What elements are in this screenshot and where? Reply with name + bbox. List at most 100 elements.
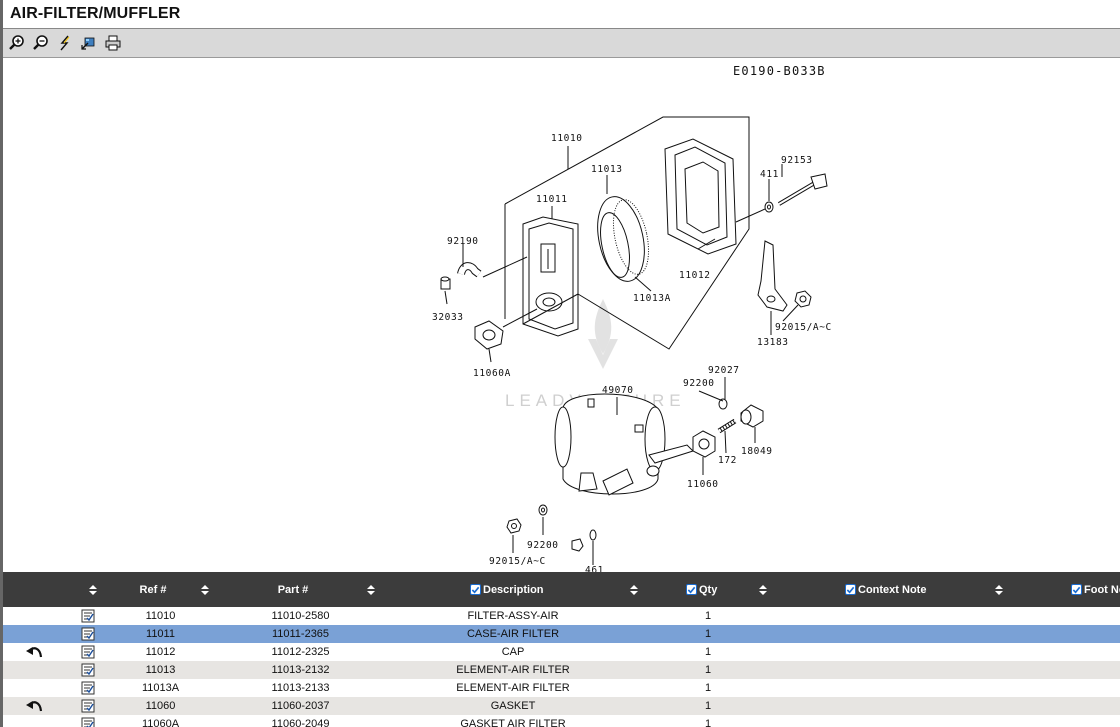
cell-qty: 1 xyxy=(704,700,712,712)
note-icon[interactable] xyxy=(79,679,97,697)
column-header-part[interactable]: Part # xyxy=(277,583,309,596)
cell-ref: 11010 xyxy=(145,610,176,622)
back-arrow-icon[interactable] xyxy=(23,697,47,715)
callout-32033[interactable]: 32033 xyxy=(432,312,464,323)
sort-arrows-icon[interactable] xyxy=(995,585,1003,595)
print-icon[interactable] xyxy=(103,34,122,53)
callout-92200-lower[interactable]: 92200 xyxy=(527,540,559,551)
callout-labels: 11010 11013 92153 411 11011 92190 11012 … xyxy=(432,133,832,572)
callout-92015-upper[interactable]: 92015/A~C xyxy=(775,322,832,333)
callout-92200-upper[interactable]: 92200 xyxy=(683,378,715,389)
cell-qty: 1 xyxy=(704,646,712,658)
gasket-part-lower[interactable] xyxy=(692,430,716,458)
cell-description: ELEMENT-AIR FILTER xyxy=(456,682,570,694)
callout-11013[interactable]: 11013 xyxy=(591,164,623,175)
sort-arrows-icon[interactable] xyxy=(89,585,97,595)
small-washer-part[interactable] xyxy=(718,398,728,410)
callout-92190[interactable]: 92190 xyxy=(447,236,479,247)
cell-part[interactable]: 11060-2037 xyxy=(271,700,330,712)
washer-part[interactable] xyxy=(764,201,774,213)
column-header-foot-note[interactable]: Foot Note xyxy=(1071,572,1120,607)
checkbox-checked-icon[interactable] xyxy=(686,584,697,595)
column-header-context-note[interactable]: Context Note xyxy=(845,572,965,607)
callout-11010[interactable]: 11010 xyxy=(551,133,583,144)
callout-11013a[interactable]: 11013A xyxy=(633,293,671,304)
tail-cap-part[interactable] xyxy=(740,404,764,428)
callout-11060a[interactable]: 11060A xyxy=(473,368,511,379)
column-header-ref[interactable]: Ref # xyxy=(139,583,167,596)
callout-13183[interactable]: 13183 xyxy=(757,337,789,348)
air-filter-case-part[interactable] xyxy=(522,216,579,337)
reset-lightning-icon[interactable] xyxy=(55,34,74,53)
sort-arrows-icon[interactable] xyxy=(367,585,375,595)
checkbox-checked-icon[interactable] xyxy=(845,584,856,595)
bracket-part[interactable] xyxy=(757,240,788,312)
callout-11011[interactable]: 11011 xyxy=(536,194,568,205)
back-arrow-icon[interactable] xyxy=(23,643,47,661)
cell-ref: 11012 xyxy=(145,646,176,658)
cell-part[interactable]: 11011-2365 xyxy=(271,628,330,640)
air-filter-element-part[interactable] xyxy=(591,192,655,285)
parts-diagram[interactable]: E0190-B033B LEADVENTURE xyxy=(3,59,1120,572)
washer-part-lower[interactable] xyxy=(538,504,548,516)
gasket-part-upper[interactable] xyxy=(474,320,504,350)
callout-18049[interactable]: 18049 xyxy=(741,446,773,457)
cell-part[interactable]: 11012-2325 xyxy=(271,646,330,658)
air-filter-cap-part[interactable] xyxy=(664,138,737,255)
sort-arrows-icon[interactable] xyxy=(759,585,767,595)
spring-washer-part[interactable] xyxy=(571,529,597,552)
checkbox-checked-icon[interactable] xyxy=(1071,584,1082,595)
note-icon[interactable] xyxy=(79,661,97,679)
callout-49070[interactable]: 49070 xyxy=(602,385,634,396)
cell-part[interactable]: 11060-2049 xyxy=(271,718,330,727)
pan-icon[interactable] xyxy=(79,34,98,53)
plug-part[interactable] xyxy=(440,276,451,290)
zoom-in-icon[interactable] xyxy=(7,34,26,53)
nut-part-upper[interactable] xyxy=(794,290,812,308)
cell-description: FILTER-ASSY-AIR xyxy=(467,610,559,622)
sort-arrows-icon[interactable] xyxy=(630,585,638,595)
note-icon[interactable] xyxy=(79,607,97,625)
page-title: AIR-FILTER/MUFFLER xyxy=(10,5,181,22)
note-icon[interactable] xyxy=(79,643,97,661)
cell-part[interactable]: 11013-2133 xyxy=(271,682,330,694)
callout-92153[interactable]: 92153 xyxy=(781,155,813,166)
stud-part[interactable] xyxy=(717,418,737,434)
cell-qty: 1 xyxy=(704,628,712,640)
diagram-code: E0190-B033B xyxy=(733,64,826,78)
note-icon[interactable] xyxy=(79,697,97,715)
callout-461[interactable]: 461 xyxy=(585,565,604,572)
bolt-part[interactable] xyxy=(777,173,828,206)
cell-part[interactable]: 11013-2132 xyxy=(271,664,330,676)
column-header-qty[interactable]: Qty xyxy=(686,572,746,607)
checkbox-checked-icon[interactable] xyxy=(470,584,481,595)
callout-172[interactable]: 172 xyxy=(718,455,737,466)
muffler-part[interactable] xyxy=(554,393,694,496)
watermark-logo xyxy=(588,299,618,369)
note-icon[interactable] xyxy=(79,625,97,643)
callout-11060[interactable]: 11060 xyxy=(687,479,719,490)
cell-description: ELEMENT-AIR FILTER xyxy=(456,664,570,676)
callout-92027[interactable]: 92027 xyxy=(708,365,740,376)
sort-arrows-icon[interactable] xyxy=(201,585,209,595)
cell-part[interactable]: 11010-2580 xyxy=(271,610,330,622)
callout-11012[interactable]: 11012 xyxy=(679,270,711,281)
nut-part-lower[interactable] xyxy=(506,518,522,534)
hose-part[interactable] xyxy=(457,262,482,278)
callout-411[interactable]: 411 xyxy=(760,169,779,180)
column-header-description[interactable]: Description xyxy=(470,572,620,607)
leader-lines-lower xyxy=(512,377,756,565)
callout-92015-lower[interactable]: 92015/A~C xyxy=(489,556,546,567)
note-icon[interactable] xyxy=(79,715,97,727)
cell-qty: 1 xyxy=(704,664,712,676)
cell-description: GASKET AIR FILTER xyxy=(460,718,566,727)
zoom-out-icon[interactable] xyxy=(31,34,50,53)
